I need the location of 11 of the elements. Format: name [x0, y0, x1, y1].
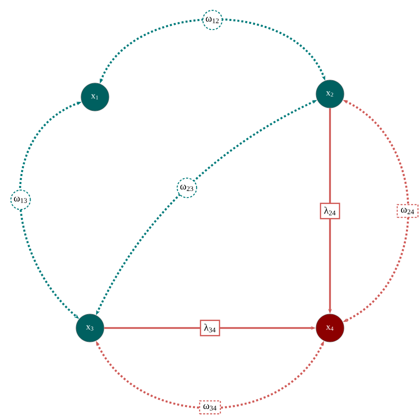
edge-label: λ$_{34}$	[200, 320, 220, 336]
edge-label: ω$_{12}$	[202, 10, 223, 30]
edge-label: ω$_{23}$	[176, 178, 198, 198]
sphere-node: x$_{3}$	[76, 314, 104, 342]
sphere-node: x$_{1}$	[80, 82, 110, 112]
sphere-node: x$_{2}$	[316, 80, 344, 108]
edge-label: ω$_{13}$	[10, 190, 31, 210]
sphere-node: x$_{4}$	[316, 314, 344, 342]
edge-label: λ$_{24}$	[320, 202, 340, 220]
edge-label: ω$_{34}$	[199, 400, 221, 414]
edge-label: ω$_{24}$	[396, 204, 418, 218]
